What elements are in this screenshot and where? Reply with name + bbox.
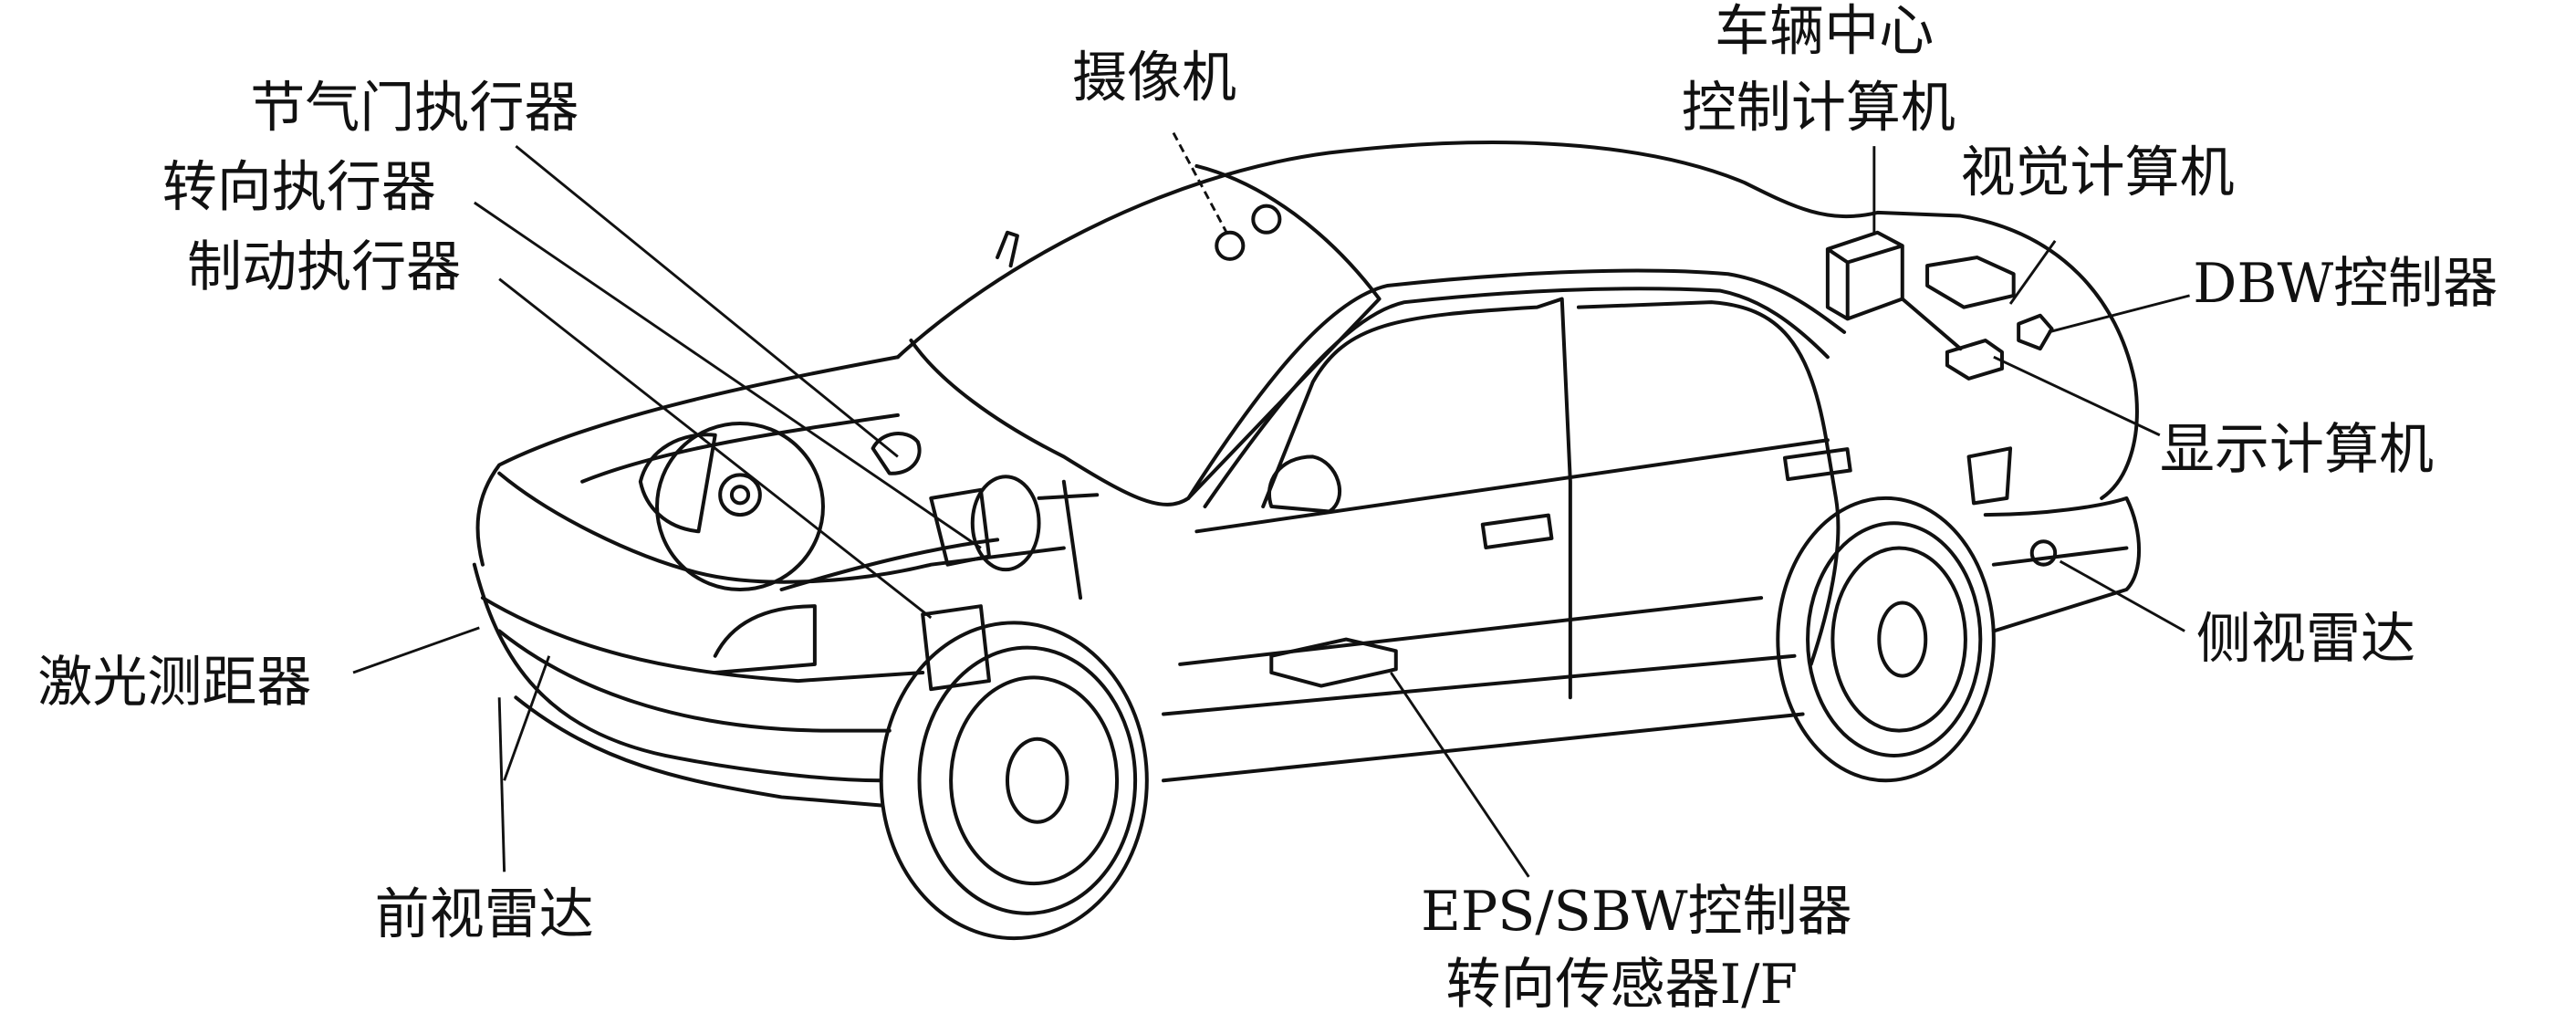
label-steering-actuator: 转向执行器 (162, 156, 436, 220)
vision-computer-box (1925, 256, 2016, 309)
label-throttle-actuator: 节气门执行器 (250, 76, 579, 140)
car-drawing (472, 141, 2141, 941)
rear-wheel (1776, 496, 1996, 783)
label-central-computer-2: 控制计算机 (1682, 76, 1955, 140)
windshield (909, 163, 1382, 506)
label-display-computer: 显示计算机 (2160, 418, 2434, 482)
dbw-controller-box (2017, 313, 2054, 351)
label-brake-actuator: 制动执行器 (187, 235, 461, 299)
label-side-radar: 侧视雷达 (2196, 608, 2415, 672)
label-laser-rangefinder: 激光测距器 (37, 651, 311, 715)
hood (475, 355, 900, 567)
front-door (1261, 297, 1572, 700)
label-vision-computer: 视觉计算机 (1960, 141, 2234, 204)
label-camera: 摄像机 (1072, 47, 1236, 110)
label-front-radar: 前视雷达 (375, 883, 594, 947)
label-eps-controller-1: EPS/SBW控制器 (1421, 880, 1852, 944)
camera-icon (1215, 230, 1246, 261)
label-eps-controller-2: 转向传感器I/F (1445, 953, 1798, 1013)
label-dbw-controller: DBW控制器 (2193, 252, 2498, 316)
brake-booster (655, 422, 825, 591)
rear-door (1576, 300, 1841, 666)
label-central-computer-1: 车辆中心 (1715, 0, 1934, 64)
car-roof (895, 141, 2139, 500)
front-wheel (879, 621, 1149, 941)
eps-controller-box (1269, 637, 1398, 688)
leader-lines (352, 131, 2190, 878)
central-computer-box (1825, 230, 1904, 321)
display-computer-box (1945, 339, 2004, 381)
